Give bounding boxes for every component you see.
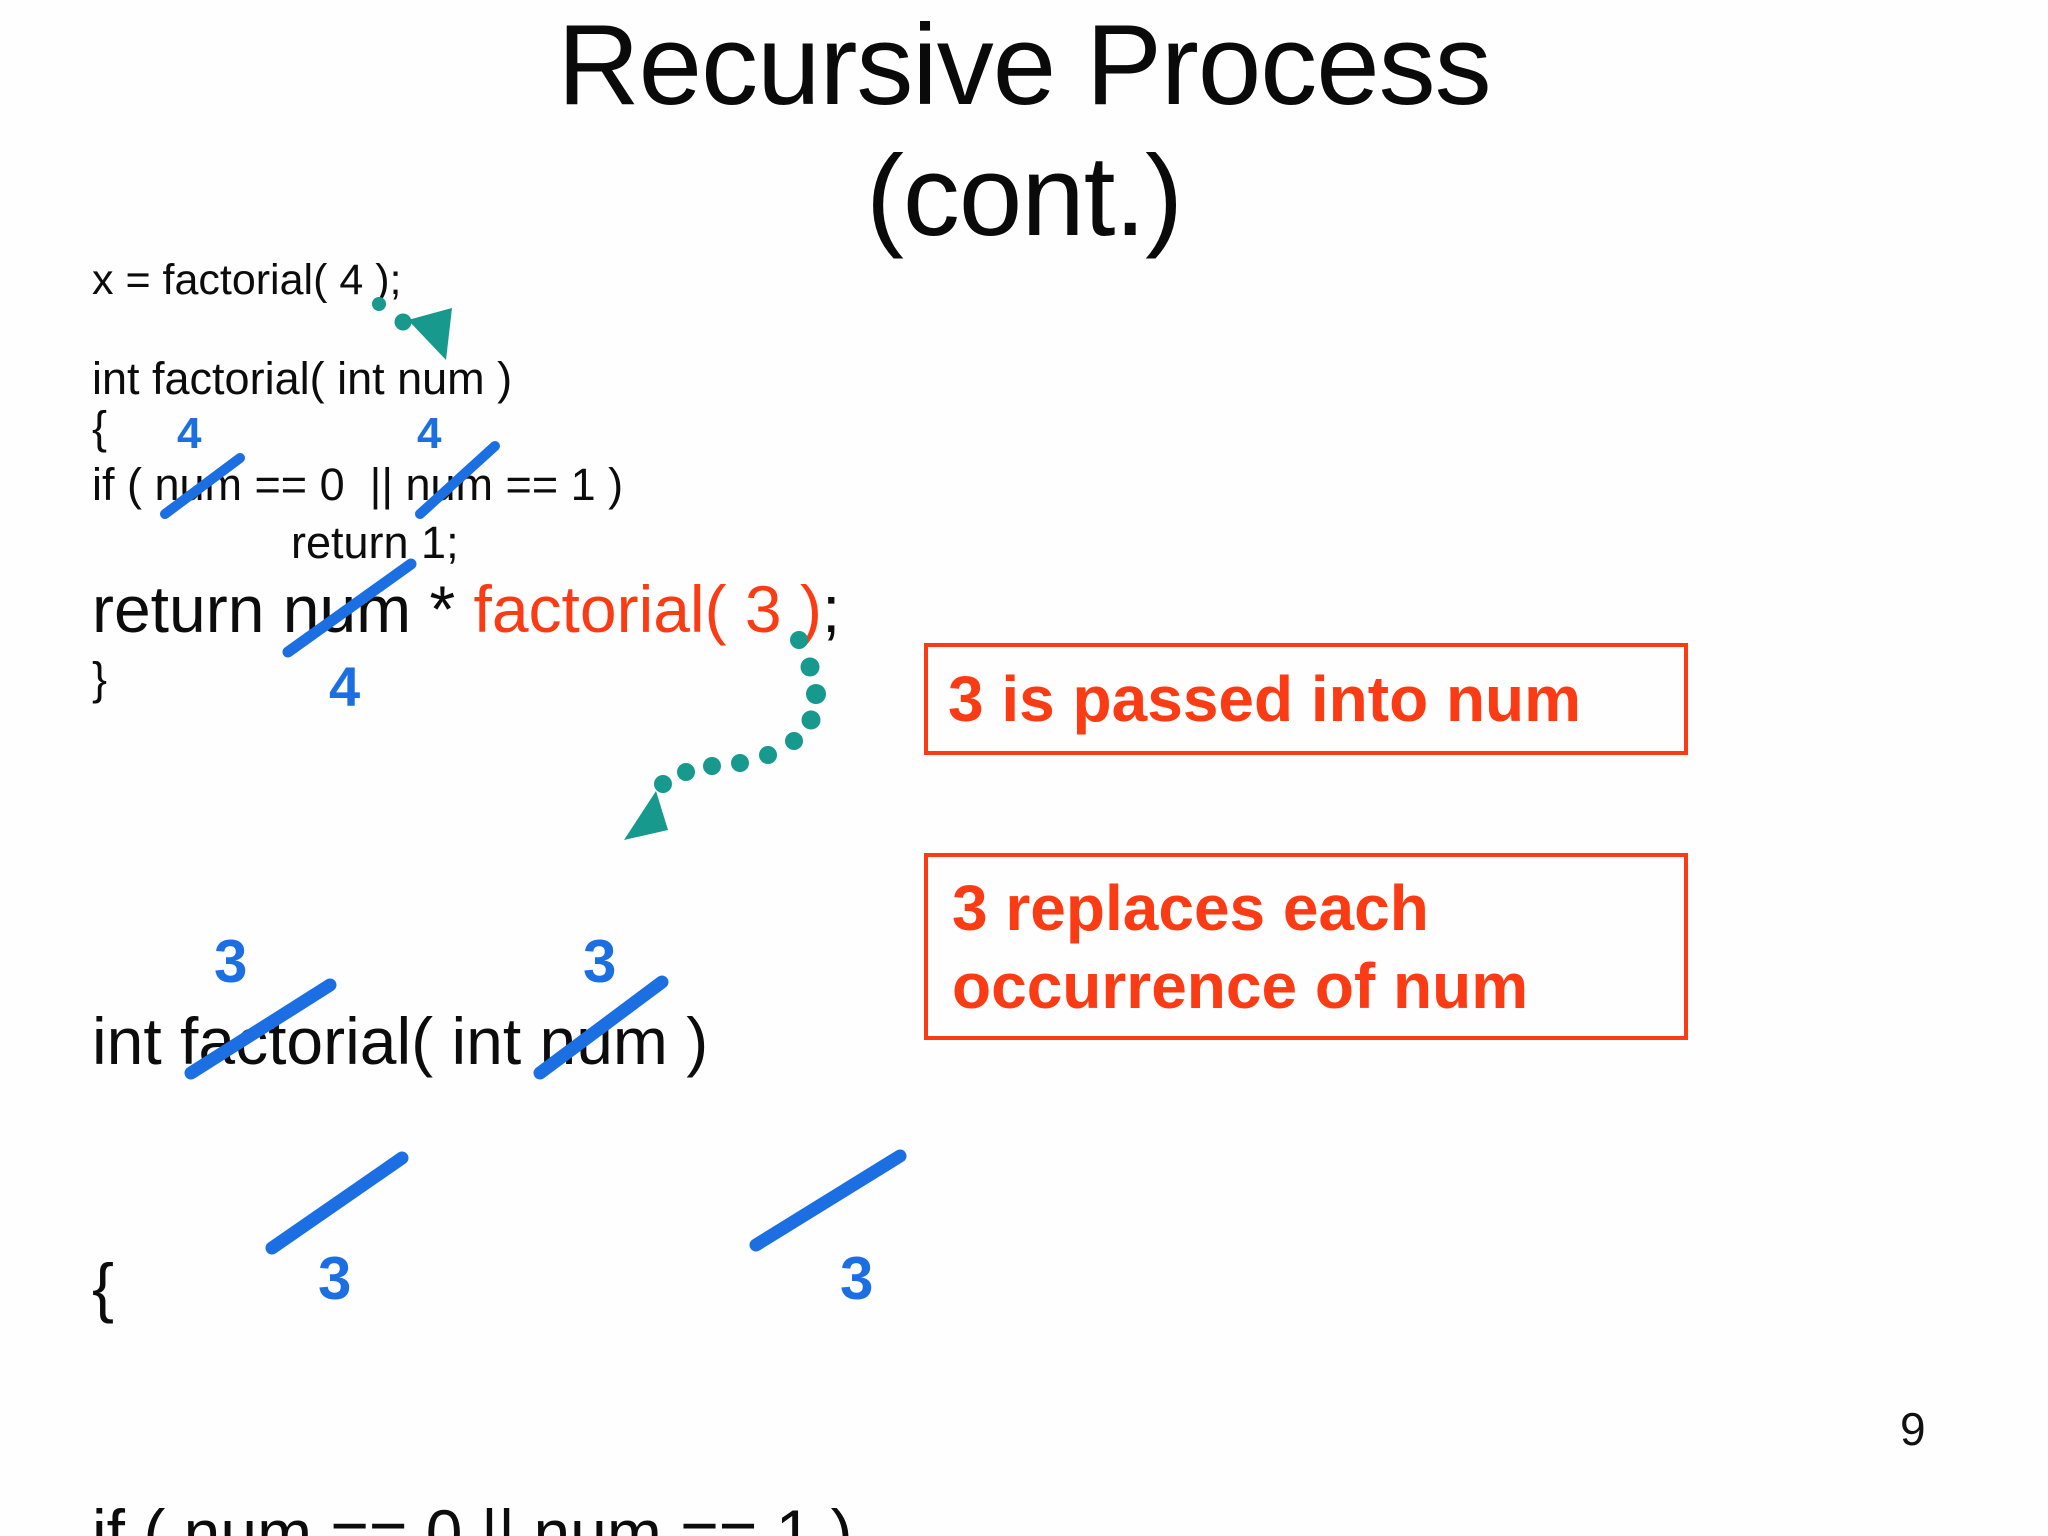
callout-passed-into-num: 3 is passed into num [924, 643, 1688, 755]
dotted-arrow-call-to-block1-icon [372, 297, 452, 360]
annotation-value-3-return-first: 3 [318, 1245, 352, 1312]
code-return-suffix: ; [821, 572, 841, 646]
annotation-value-3-if-first: 3 [214, 928, 248, 995]
code-return-prefix: return num * [92, 572, 474, 646]
callout-replaces-line2: occurrence of num [952, 949, 1529, 1022]
code-block1-close-brace: } [92, 653, 108, 704]
code-recursive-call-highlight: factorial( 3 ) [473, 572, 822, 646]
callout-passed-text: 3 is passed into num [948, 663, 1582, 735]
annotation-value-4-if-second: 4 [417, 409, 442, 458]
page-title-line2: (cont.) [865, 133, 1183, 261]
page-title: Recursive Process(cont.) [0, 0, 2048, 262]
code-block1-return-one: return 1; [291, 517, 459, 568]
code-block1-signature: int factorial( int num ) [92, 353, 513, 404]
page-title-line1: Recursive Process [557, 2, 1491, 129]
code-block2-signature: int factorial( int num ) [92, 1004, 709, 1078]
page-number: 9 [1900, 1403, 1926, 1455]
code-block1-if-line: if ( num == 0 || num == 1 ) [92, 459, 624, 510]
code-call-statement: x = factorial( 4 ); [92, 256, 402, 304]
code-block2-open-brace: { [92, 1250, 115, 1324]
callout-replaces-num: 3 replaces each occurrence of num [924, 853, 1688, 1040]
code-block1-return-recursive: return num * factorial( 3 ); [92, 576, 840, 642]
annotation-value-3-return-second: 3 [840, 1245, 874, 1312]
code-block1-open-brace: { [92, 402, 108, 453]
annotation-value-4-if-first: 4 [177, 409, 202, 458]
annotation-value-4-return: 4 [329, 655, 361, 718]
dotted-arrow-recursion-to-block2-icon [624, 631, 826, 840]
annotation-value-3-if-second: 3 [583, 928, 617, 995]
callout-replaces-line1: 3 replaces each [952, 871, 1429, 944]
code-block2-if-line: if ( num == 0 || num == 1 ) [92, 1496, 853, 1536]
